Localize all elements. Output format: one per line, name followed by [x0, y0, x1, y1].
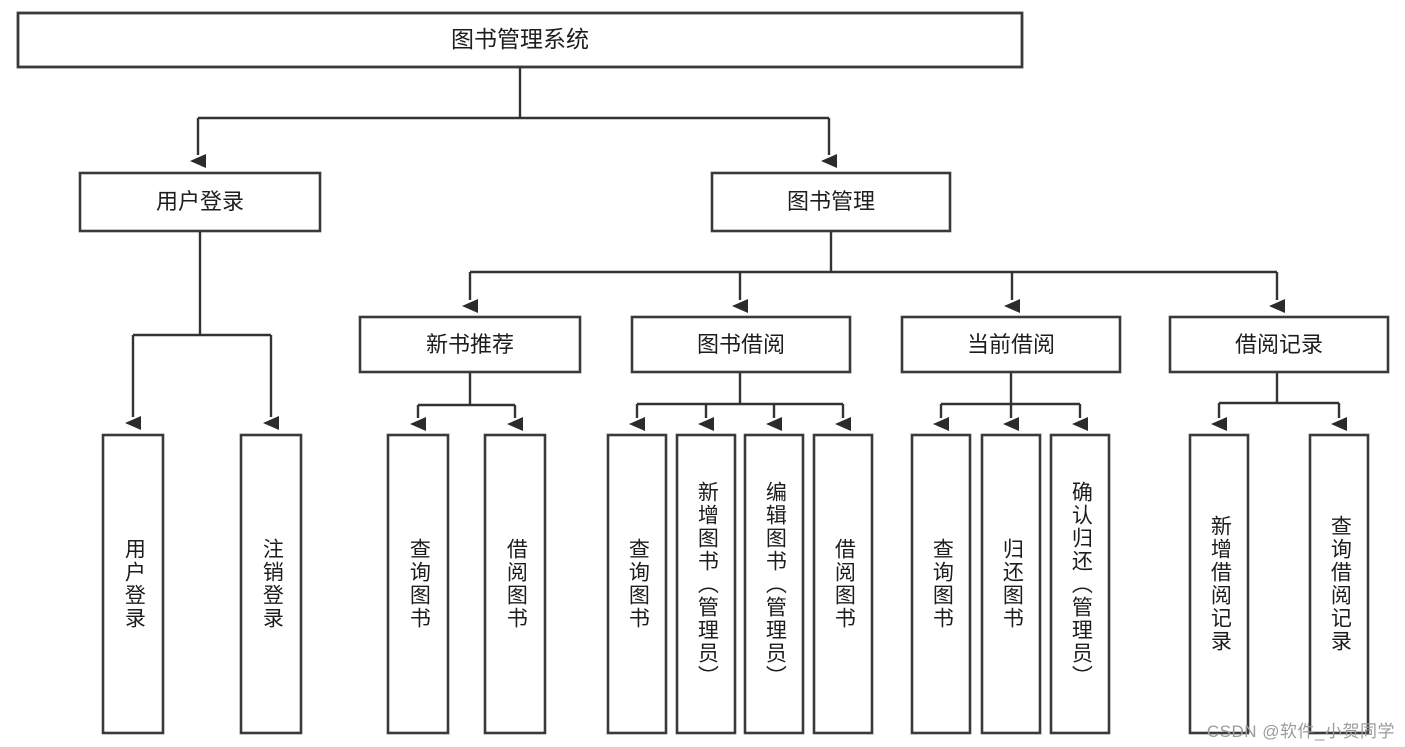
- node-box-book-borrow[interactable]: [630, 315, 852, 374]
- leaf-box[interactable]: [910, 433, 972, 735]
- connectors-root-to-level2: [190, 67, 837, 168]
- node-box-current-borrow[interactable]: [900, 315, 1122, 374]
- connectors-userlogin-to-leaves: [125, 231, 279, 430]
- leaf-box[interactable]: [239, 433, 303, 735]
- leaf-box[interactable]: [483, 433, 547, 735]
- leaf-box[interactable]: [386, 433, 450, 735]
- leaf-box[interactable]: [1049, 433, 1111, 735]
- leaf-box[interactable]: [812, 433, 874, 735]
- leaf-box[interactable]: [1308, 433, 1370, 735]
- connectors-borrow-to-leaves: [629, 372, 851, 431]
- watermark-text: CSDN @软件_小贺同学: [1206, 722, 1395, 741]
- leaf-box[interactable]: [743, 433, 805, 735]
- leaf-box[interactable]: [675, 433, 737, 735]
- node-box-book-management[interactable]: [710, 171, 952, 233]
- leaf-box[interactable]: [980, 433, 1042, 735]
- leaf-box[interactable]: [101, 433, 165, 735]
- node-box-user-login[interactable]: [78, 171, 322, 233]
- leaf-box[interactable]: [606, 433, 668, 735]
- node-box-new-book-recommend[interactable]: [358, 315, 582, 374]
- node-box-borrow-records[interactable]: [1168, 315, 1390, 374]
- node-box-root[interactable]: [16, 11, 1024, 69]
- connectors-current-to-leaves: [933, 372, 1088, 431]
- connectors-newbook-to-leaves: [410, 372, 523, 431]
- connectors-bookmgmt-to-level3: [462, 231, 1285, 313]
- leaf-box[interactable]: [1188, 433, 1250, 735]
- connectors-records-to-leaves: [1211, 372, 1347, 431]
